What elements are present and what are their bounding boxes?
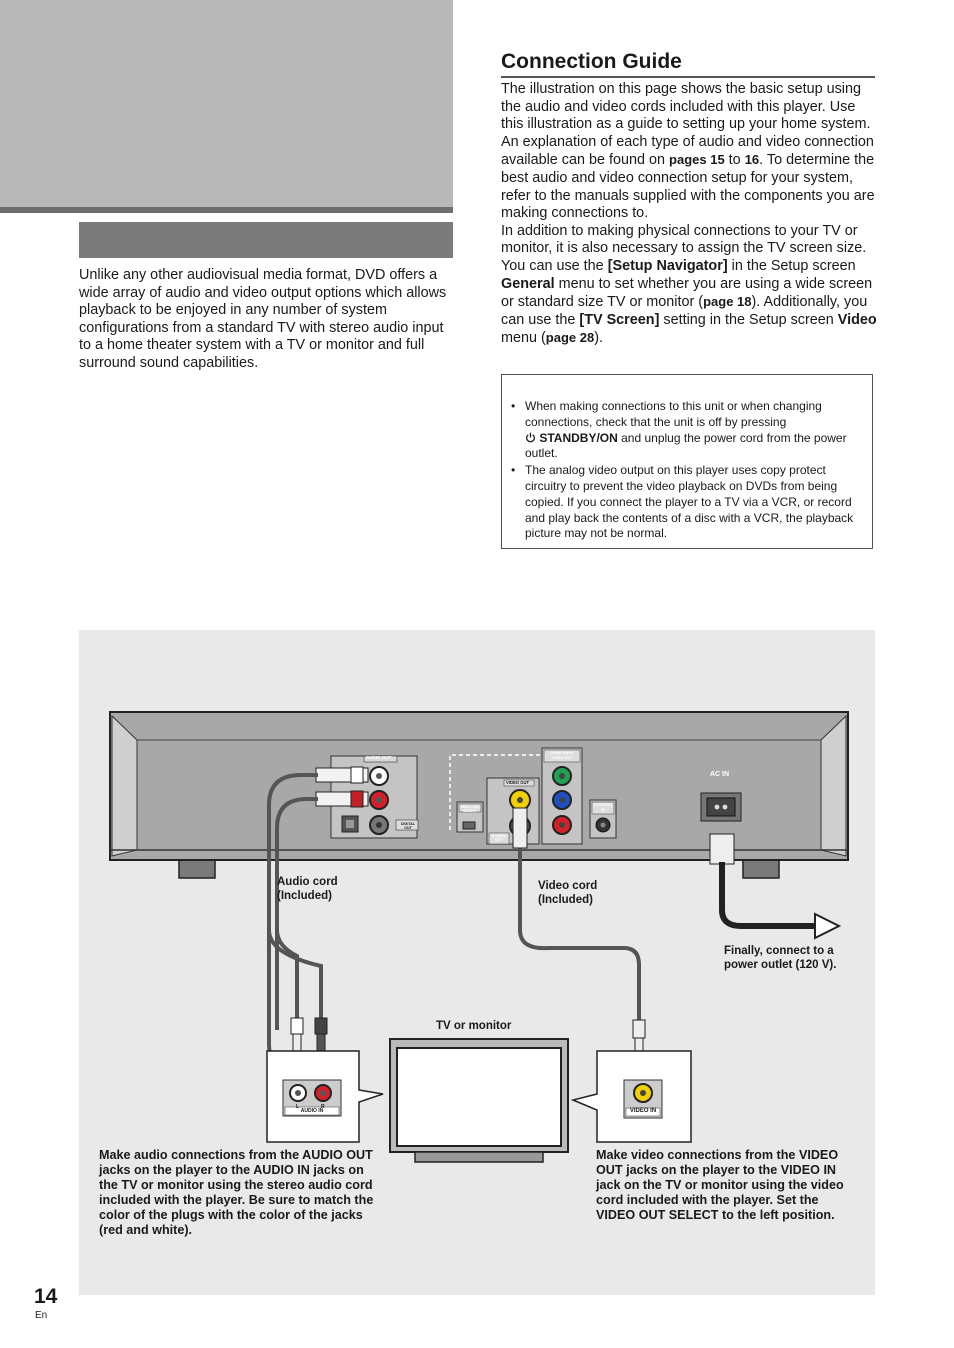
audio-out-label: AUDIO OUT	[366, 755, 392, 760]
header-gray-block	[0, 0, 453, 207]
video-in-callout	[570, 1050, 692, 1143]
audio-cord-label: Audio cord (Included)	[277, 876, 338, 902]
paragraph-3: In addition to making physical connectio…	[501, 222, 877, 347]
video-caption: Make video connections from the VIDEO OU…	[596, 1148, 844, 1222]
page-number: 14	[34, 1285, 58, 1308]
video-in-label: VIDEO IN	[629, 1108, 657, 1114]
tv-monitor	[389, 1038, 569, 1163]
note-item-2: The analog video output on this player u…	[511, 463, 862, 542]
audio-r-label: R	[321, 1104, 325, 1110]
power-note: Finally, connect to a power outlet (120 …	[724, 945, 837, 971]
audio-l-label: L	[296, 1104, 300, 1110]
s-video-out-label: S-VIDEO OUT	[491, 834, 507, 842]
player-rear-panel	[109, 711, 849, 861]
intro-paragraph: Unlike any other audiovisual media forma…	[79, 267, 447, 371]
main-text: The illustration on this page shows the …	[501, 81, 879, 348]
paragraph-2: An explanation of each type of audio and…	[501, 133, 875, 222]
power-cable	[719, 862, 817, 929]
power-icon	[526, 432, 535, 442]
header-rule	[0, 207, 453, 213]
note-item-1: When making connections to this unit or …	[511, 399, 862, 462]
connection-diagram: AUDIO OUT DIGITAL OUT VIDEO OUT SELECT V…	[79, 630, 875, 1295]
control-in-label: CONTROL IN	[593, 802, 613, 812]
paragraph-1: The illustration on this page shows the …	[501, 81, 871, 133]
component-video-out-label: COMPONENT VIDEO OUT	[549, 751, 575, 760]
audio-in-label: AUDIO IN	[300, 1108, 324, 1114]
audio-in-callout	[266, 1050, 384, 1143]
arrow-right-icon	[814, 912, 842, 940]
ac-in-label: AC IN	[710, 771, 730, 778]
audio-caption: Make audio connections from the AUDIO OU…	[99, 1148, 374, 1237]
video-out-label: VIDEO OUT	[506, 780, 530, 785]
note-box: When making connections to this unit or …	[501, 374, 873, 549]
video-cable	[518, 836, 641, 1030]
tv-label: TV or monitor	[436, 1020, 512, 1032]
video-cord-label: Video cord (Included)	[538, 880, 598, 906]
page-title: Connection Guide	[501, 48, 875, 78]
section-band	[79, 222, 453, 258]
diagram-illustration	[109, 711, 849, 1163]
video-out-select-label: VIDEO OUT SELECT	[460, 805, 480, 813]
digital-out-label: DIGITAL OUT	[400, 822, 416, 830]
page-language: En	[35, 1310, 48, 1321]
